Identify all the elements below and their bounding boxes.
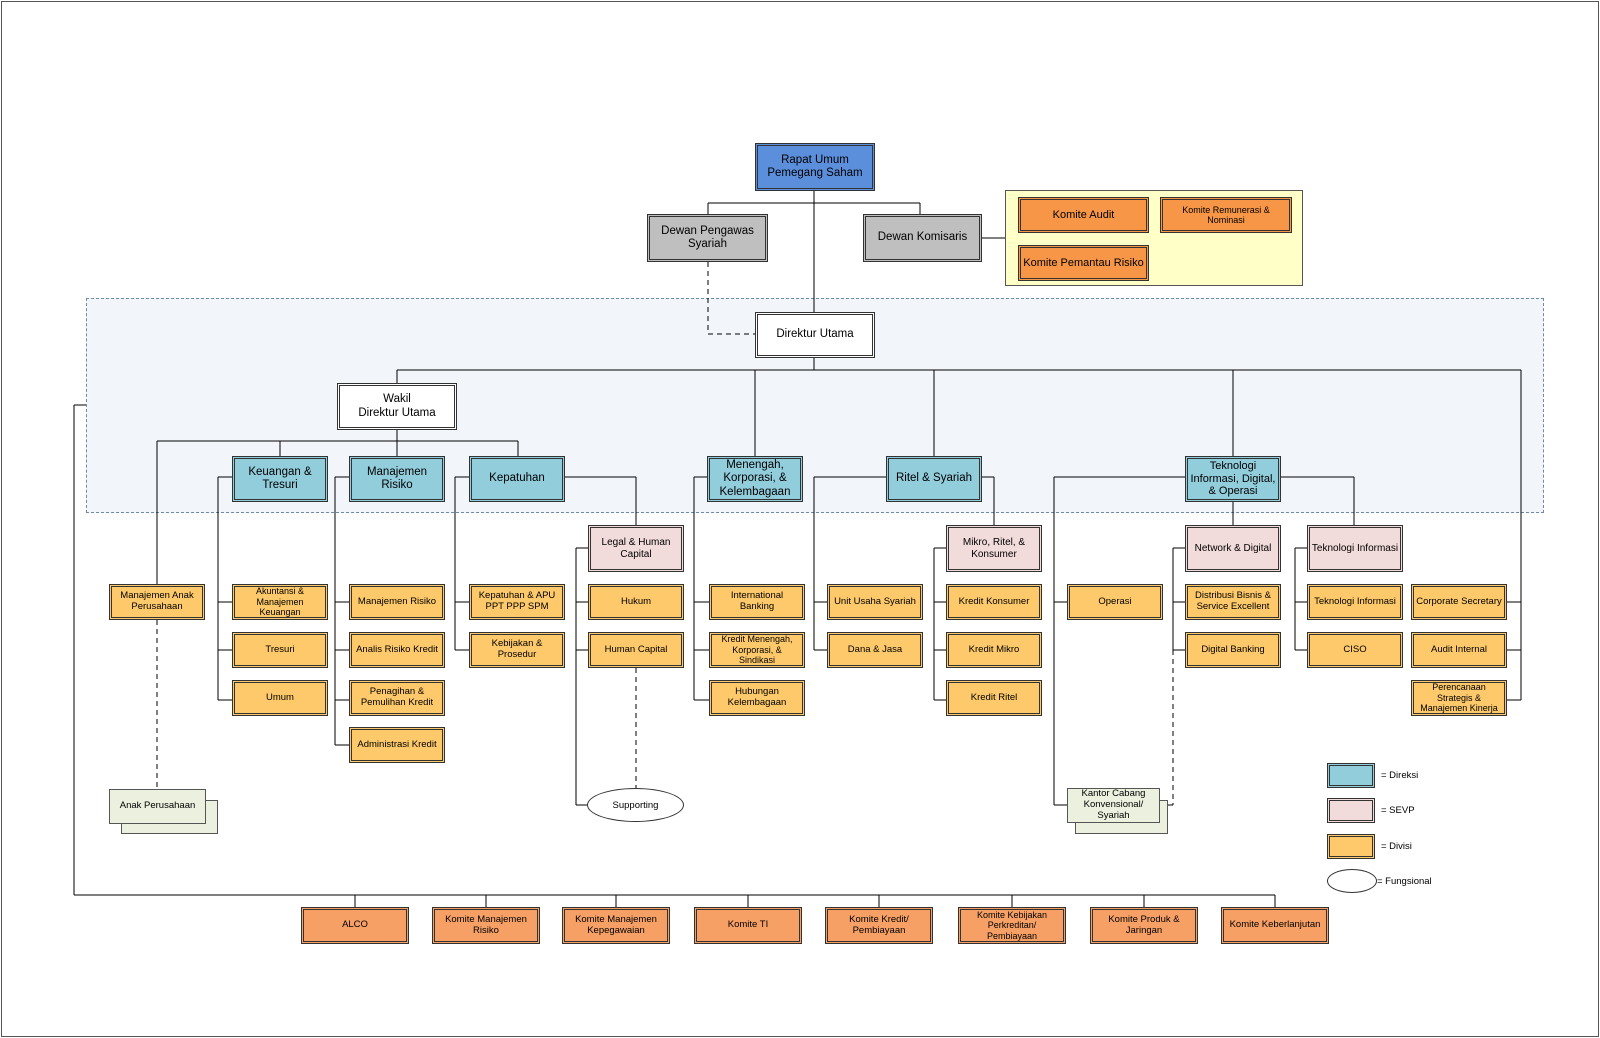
div-manajemen-risiko-box: Manajemen Risiko <box>349 584 445 620</box>
rups-box: Rapat Umum Pemegang Saham <box>755 143 875 191</box>
komite-kredit-box: Komite Kredit/ Pembiayaan <box>825 907 933 944</box>
legend-fungsional-label: = Fungsional <box>1377 876 1432 887</box>
div-human-capital-box: Human Capital <box>588 632 684 668</box>
dewan-pengawas-syariah-box: Dewan Pengawas Syariah <box>647 214 768 262</box>
div-audit-internal-box: Audit Internal <box>1411 632 1507 668</box>
komite-produk-jaringan-box: Komite Produk & Jaringan <box>1090 907 1198 944</box>
komite-keberlanjutan-box: Komite Keberlanjutan <box>1221 907 1329 944</box>
legend-direksi-swatch <box>1327 763 1375 788</box>
div-operasi-box: Operasi <box>1067 584 1163 620</box>
komite-kebijakan-perkreditan-box: Komite Kebijakan Perkreditan/ Pembiayaan <box>958 907 1066 944</box>
komite-audit-box: Komite Audit <box>1018 197 1149 233</box>
supporting-oval: Supporting <box>587 788 684 822</box>
legend-divisi-label: = Divisi <box>1381 841 1412 852</box>
kantor-cabang-box: Kantor Cabang Konvensional/ Syariah <box>1067 788 1160 823</box>
wakil-direktur-utama-box: Wakil Direktur Utama <box>337 383 457 430</box>
legend-fungsional-oval <box>1327 869 1377 893</box>
div-kredit-mikro-box: Kredit Mikro <box>946 632 1042 668</box>
direktur-kepatuhan-box: Kepatuhan <box>469 456 565 502</box>
div-akuntansi-box: Akuntansi & Manajemen Keuangan <box>232 584 328 620</box>
komite-alco-box: ALCO <box>301 907 409 944</box>
sevp-teknologi-box: Teknologi Informasi <box>1307 525 1403 572</box>
komite-ti-box: Komite TI <box>694 907 802 944</box>
komite-pemantau-risiko-box: Komite Pemantau Risiko <box>1018 245 1149 281</box>
div-analis-risiko-box: Analis Risiko Kredit <box>349 632 445 668</box>
direktur-menengah-box: Menengah, Korporasi, & Kelembagaan <box>707 456 803 502</box>
div-dana-jasa-box: Dana & Jasa <box>827 632 923 668</box>
div-unit-usaha-syariah-box: Unit Usaha Syariah <box>827 584 923 620</box>
direktur-teknologi-box: Teknologi Informasi, Digital, & Operasi <box>1185 456 1281 502</box>
legend-direksi-label: = Direksi <box>1381 770 1419 781</box>
div-kredit-ritel-box: Kredit Ritel <box>946 680 1042 716</box>
direktur-ritel-syariah-box: Ritel & Syariah <box>886 456 982 502</box>
div-international-banking-box: International Banking <box>709 584 805 620</box>
div-teknologi-informasi-box: Teknologi Informasi <box>1307 584 1403 620</box>
dewan-komisaris-box: Dewan Komisaris <box>863 214 982 262</box>
legend-sevp-label: = SEVP <box>1381 805 1415 816</box>
div-umum-box: Umum <box>232 680 328 716</box>
div-kebijakan-box: Kebijakan & Prosedur <box>469 632 565 668</box>
sevp-mikro-box: Mikro, Ritel, & Konsumer <box>946 525 1042 572</box>
div-kredit-menengah-box: Kredit Menengah, Korporasi, & Sindikasi <box>709 632 805 668</box>
anak-perusahaan-box: Anak Perusahaan <box>109 789 206 824</box>
sevp-network-box: Network & Digital <box>1185 525 1281 572</box>
div-administrasi-kredit-box: Administrasi Kredit <box>349 727 445 763</box>
komite-remunerasi-box: Komite Remunerasi & Nominasi <box>1160 197 1292 233</box>
div-tresuri-box: Tresuri <box>232 632 328 668</box>
div-hukum-box: Hukum <box>588 584 684 620</box>
div-kepatuhan-apu-box: Kepatuhan & APU PPT PPP SPM <box>469 584 565 620</box>
direktur-manajemen-risiko-box: Manajemen Risiko <box>349 456 445 502</box>
div-perencanaan-strategis-box: Perencanaan Strategis & Manajemen Kinerj… <box>1411 680 1507 716</box>
sevp-legal-box: Legal & Human Capital <box>588 525 684 572</box>
komite-kepegawaian-box: Komite Manajemen Kepegawaian <box>562 907 670 944</box>
div-kredit-konsumer-box: Kredit Konsumer <box>946 584 1042 620</box>
direktur-keuangan-box: Keuangan & Tresuri <box>232 456 328 502</box>
komite-manajemen-risiko-box: Komite Manajemen Risiko <box>432 907 540 944</box>
div-manajemen-anak-box: Manajemen Anak Perusahaan <box>109 584 205 620</box>
div-corporate-secretary-box: Corporate Secretary <box>1411 584 1507 620</box>
legend-divisi-swatch <box>1327 834 1375 859</box>
div-penagihan-box: Penagihan & Pemulihan Kredit <box>349 680 445 716</box>
div-digital-banking-box: Digital Banking <box>1185 632 1281 668</box>
div-distribusi-bisnis-box: Distribusi Bisnis & Service Excellent <box>1185 584 1281 620</box>
div-hubungan-kelembagaan-box: Hubungan Kelembagaan <box>709 680 805 716</box>
direktur-utama-box: Direktur Utama <box>755 312 875 358</box>
legend-sevp-swatch <box>1327 798 1375 823</box>
div-ciso-box: CISO <box>1307 632 1403 668</box>
